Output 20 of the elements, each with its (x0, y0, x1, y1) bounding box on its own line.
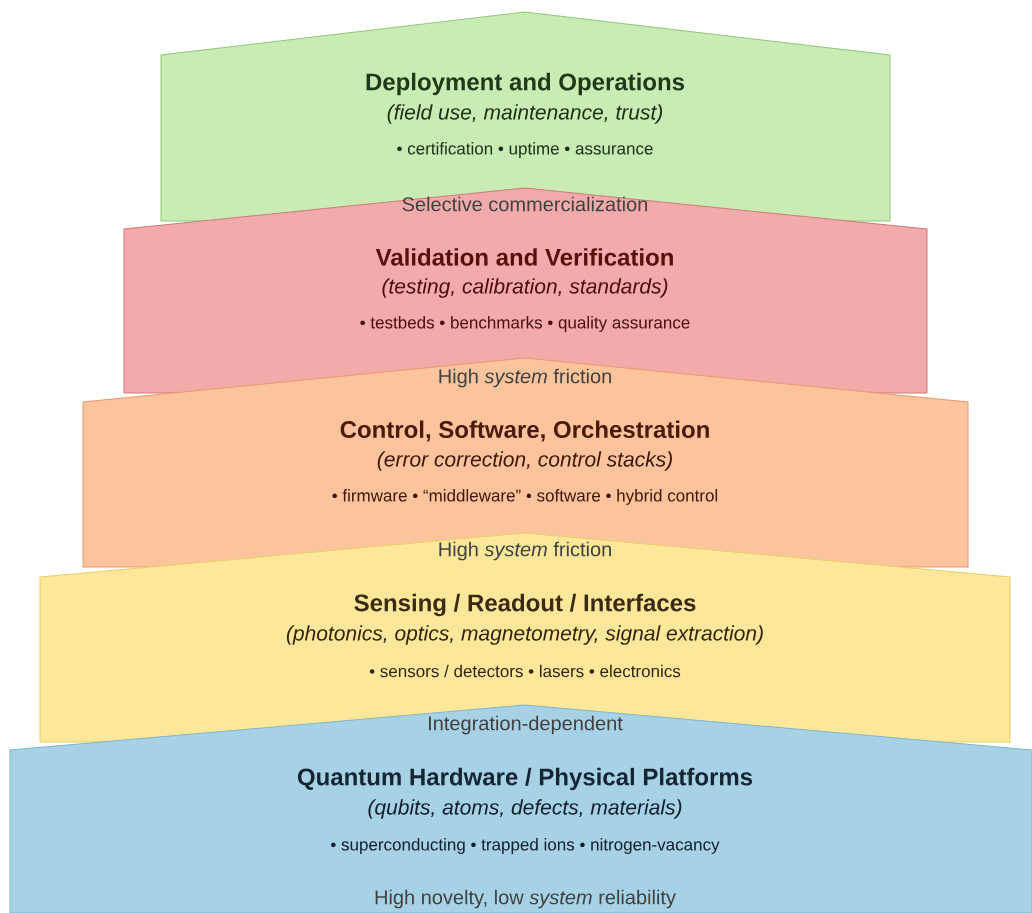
transition-label: High system friction (439, 368, 611, 388)
bullet-list: • testbeds • benchmarks • quality assurance (360, 316, 690, 332)
layer-note: High novelty, low system reliability (375, 889, 676, 909)
bullet-list: • sensors / detectors • lasers • electronics (369, 664, 681, 678)
layer-heading: Validation and Verification (375, 248, 673, 266)
bullet-list: • firmware • “middleware” • software • hybrid control (332, 489, 718, 505)
bullet-list: • certification • uptime • assurance (397, 142, 653, 158)
layer-heading: Deployment and Operations (366, 72, 685, 96)
transition-label: Selective commercialization (402, 196, 648, 212)
layer-subtitle: (error correction, control stacks) (377, 451, 672, 471)
layer-subtitle: (field use, maintenance, trust) (387, 104, 663, 124)
layer-heading: Sensing / Readout / Interfaces (354, 593, 696, 617)
layer-subtitle: (qubits, atoms, defects, materials) (368, 799, 682, 819)
transition-label: Integration-dependent (429, 715, 623, 735)
layer-heading: Control, Software, Orchestration (340, 420, 709, 442)
layer-subtitle: (testing, calibration, standards) (382, 278, 668, 298)
layer-subtitle: (photonics, optics, magnetometry, signal extraction) (286, 625, 763, 645)
layer-heading: Quantum Hardware / Physical Platforms (297, 767, 753, 791)
transition-label: High system friction (439, 541, 611, 561)
bullet-list: • superconducting • trapped ions • nitrogen-vacancy (331, 838, 720, 854)
